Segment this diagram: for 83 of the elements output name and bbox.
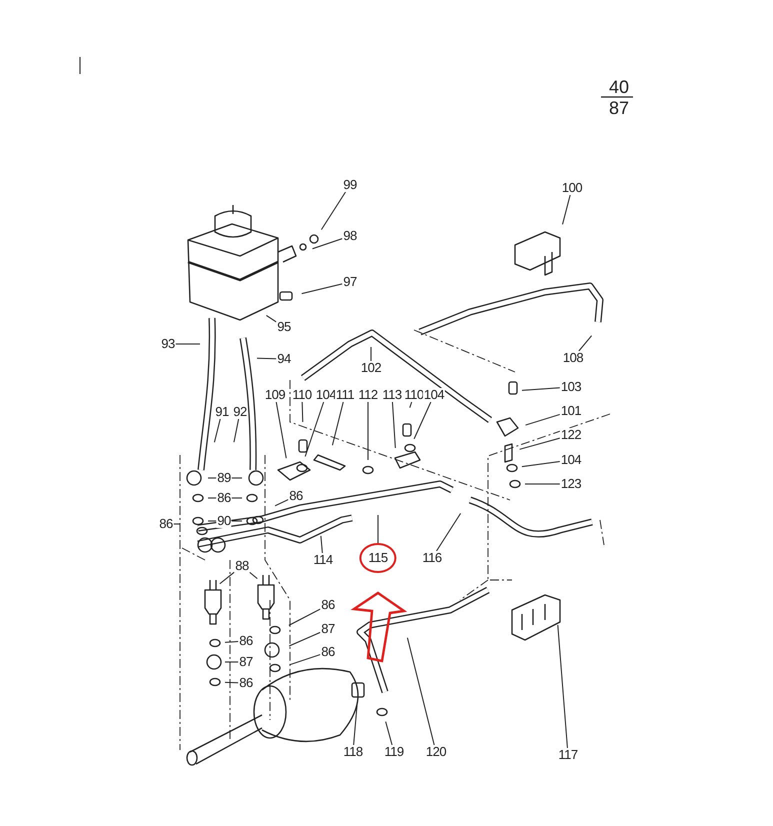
- leader-line: [525, 414, 560, 426]
- callout-number: 104: [314, 388, 338, 402]
- callout-number: 122: [560, 428, 582, 442]
- callout-number: 102: [360, 361, 382, 375]
- callout-number: 117: [557, 748, 579, 762]
- leader-line: [370, 346, 372, 362]
- leader-line: [406, 637, 435, 746]
- leader-line: [288, 654, 321, 666]
- leader-line: [436, 512, 462, 552]
- callout-number: 111: [334, 388, 356, 402]
- leader-line: [276, 402, 287, 459]
- callout-number: 115: [359, 543, 397, 573]
- leader-line: [332, 402, 344, 446]
- leader-line: [578, 335, 592, 352]
- callout-number: 91: [214, 405, 230, 419]
- leader-line: [353, 703, 358, 746]
- page-number: 87: [609, 99, 630, 117]
- callout-number: 87: [320, 622, 336, 636]
- callout-number: 86: [320, 645, 336, 659]
- callout-number: 118: [342, 745, 364, 759]
- leader-line: [288, 608, 321, 626]
- callout-number: 86: [216, 491, 232, 505]
- callout-number: 90: [216, 514, 232, 528]
- callout-number: 104: [560, 453, 582, 467]
- callout-number: 100: [560, 181, 584, 195]
- callout-number: 86: [238, 676, 254, 690]
- leader-line: [231, 520, 242, 522]
- leader-line: [521, 387, 560, 391]
- leader-line: [224, 682, 239, 684]
- page-number: 40: [609, 78, 630, 96]
- callout-number: 114: [312, 553, 334, 567]
- leader-line: [562, 194, 571, 225]
- leader-line: [288, 632, 321, 646]
- leader-line: [274, 499, 289, 506]
- leader-line: [519, 438, 560, 450]
- callout-number: 92: [232, 405, 248, 419]
- leader-line: [208, 520, 217, 522]
- highlight-arrow: [350, 592, 408, 662]
- callout-number: 116: [421, 551, 443, 565]
- leader-line: [320, 192, 346, 230]
- callout-number: 110: [291, 388, 313, 402]
- callout-number: 101: [560, 404, 582, 418]
- callout-number: 113: [381, 388, 403, 402]
- callout-number: 109: [264, 388, 286, 402]
- leader-line: [266, 314, 277, 322]
- callout-number: 104: [422, 388, 446, 402]
- callout-number: 108: [562, 351, 584, 365]
- callout-number: 120: [424, 745, 448, 759]
- leader-line: [301, 283, 343, 294]
- callout-number: 86: [288, 489, 304, 503]
- callout-number: 93: [160, 337, 176, 351]
- leader-line: [249, 572, 258, 580]
- callout-number: 86: [238, 634, 254, 648]
- callout-number: 99: [342, 178, 358, 192]
- leader-line: [392, 402, 396, 449]
- leader-line: [385, 721, 393, 746]
- callout-number: 103: [560, 380, 582, 394]
- callout-number: 86: [158, 517, 174, 531]
- leader-line: [224, 641, 239, 643]
- leader-line: [320, 535, 323, 554]
- callout-number: 94: [276, 352, 292, 366]
- leader-line: [521, 461, 560, 468]
- callout-number: 123: [560, 477, 582, 491]
- leader-line: [214, 418, 221, 443]
- callout-number: 86: [320, 598, 336, 612]
- callout-number: 95: [276, 320, 292, 334]
- leader-line: [312, 238, 343, 250]
- leader-line: [219, 572, 235, 584]
- leader-line: [409, 402, 412, 408]
- callout-number: 110: [403, 388, 425, 402]
- callout-number: 112: [357, 388, 379, 402]
- leader-line: [557, 624, 568, 748]
- callout-number: 97: [342, 275, 358, 289]
- callout-number: 98: [342, 229, 358, 243]
- callout-number: 87: [238, 655, 254, 669]
- leader-line: [302, 402, 304, 422]
- callout-number: 88: [234, 559, 250, 573]
- leader-line: [256, 358, 277, 360]
- leader-line: [233, 418, 240, 443]
- leader-line: [414, 402, 432, 440]
- leader-line: [304, 402, 324, 458]
- callout-number: 119: [383, 745, 405, 759]
- callout-number: 89: [216, 471, 232, 485]
